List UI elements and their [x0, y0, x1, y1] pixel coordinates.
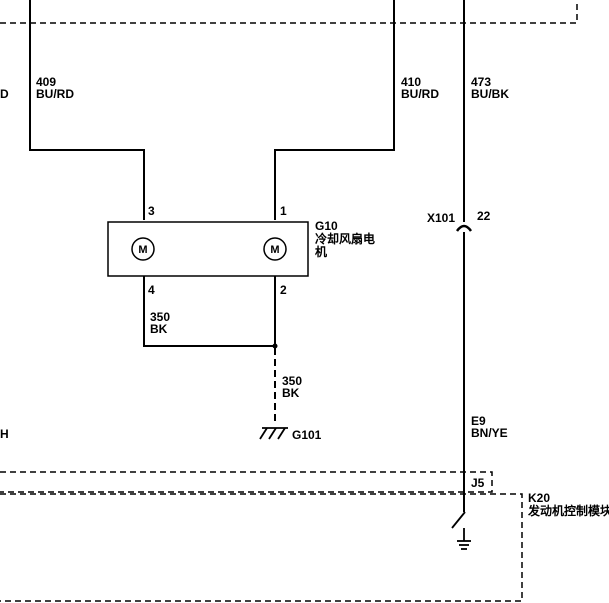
wire-350-upper	[143, 276, 275, 347]
chassis-ground-icon	[259, 427, 288, 440]
motor-name-line2: 机	[315, 244, 327, 259]
left-cutoff-label-top: D	[0, 87, 9, 101]
motor-symbol-right: M	[263, 237, 287, 261]
module-boundary-outer	[0, 493, 523, 602]
wire-e9-circuit: E9	[471, 414, 486, 428]
wire-350b-circuit: 350	[282, 374, 302, 388]
upper-component-boundary	[0, 0, 578, 24]
motor-pin-2: 2	[280, 283, 287, 297]
motor-pin-4: 4	[148, 283, 155, 297]
wire-409-circuit: 409	[36, 75, 56, 89]
module-boundary-inner	[0, 471, 493, 493]
connector-pin: 22	[477, 209, 491, 223]
connector-ref: X101	[427, 211, 455, 225]
wire-409	[29, 0, 145, 220]
motor-ref: G10	[315, 219, 338, 233]
motor-name-line1: 冷却风扇电	[315, 231, 375, 246]
module-ref: K20	[528, 491, 550, 505]
wire-410-color: BU/RD	[401, 87, 439, 101]
wire-473-circuit: 473	[471, 75, 491, 89]
motor-symbol-label: M	[270, 244, 279, 256]
wire-350b-color: BK	[282, 386, 300, 400]
motor-pin-1: 1	[280, 204, 287, 218]
splice-dot	[272, 343, 278, 349]
module-ground-icon	[451, 511, 471, 550]
motor-symbol-label: M	[138, 244, 147, 256]
left-cutoff-label-bottom: H	[0, 427, 9, 441]
module-name: 发动机控制模块	[527, 503, 609, 518]
motor-box	[107, 221, 309, 277]
wire-350a-color: BK	[150, 322, 168, 336]
wire-350a-circuit: 350	[150, 310, 170, 324]
wire-e9-color: BN/YE	[471, 426, 508, 440]
module-pin: J5	[471, 476, 485, 490]
wire-473-color: BU/BK	[471, 87, 509, 101]
motor-symbol-left: M	[131, 237, 155, 261]
wire-410	[274, 0, 395, 220]
wire-409-color: BU/RD	[36, 87, 74, 101]
motor-pin-3: 3	[148, 204, 155, 218]
connector-x101-icon	[455, 224, 473, 232]
wire-410-circuit: 410	[401, 75, 421, 89]
ground-ref: G101	[292, 428, 322, 442]
